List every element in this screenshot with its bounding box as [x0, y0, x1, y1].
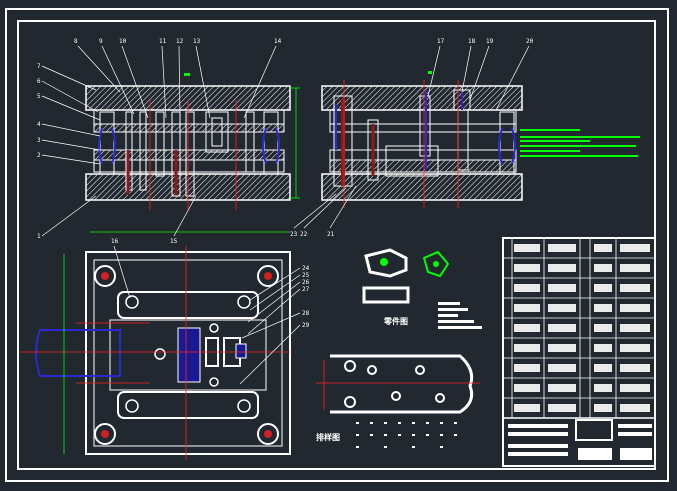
- part-number: 7: [37, 63, 41, 70]
- part-drawing: 零件图: [362, 248, 482, 329]
- part-number: 4: [37, 121, 41, 128]
- part-number: 3: [37, 137, 41, 144]
- plan-view: [20, 231, 291, 460]
- side-view-labels: 17 18 19 20: [427, 38, 534, 111]
- part-number: 2: [37, 152, 41, 159]
- strip-layout-caption: 排样图: [316, 432, 340, 442]
- part-number: 28: [302, 310, 310, 317]
- part-number: 8: [74, 38, 78, 45]
- parts-list-table: [502, 237, 656, 467]
- part-number: 12: [176, 38, 184, 45]
- part-drawing-caption: 零件图: [383, 316, 408, 326]
- strip-layout: 排样图: [316, 354, 480, 448]
- plan-view-labels: 16 24 25 26 27 28 29 23 22 21 15: [111, 185, 357, 385]
- part-number: 10: [119, 38, 127, 45]
- part-number: 20: [526, 38, 534, 45]
- part-number: 23: [290, 231, 298, 238]
- part-number: 27: [302, 286, 310, 293]
- part-number: 6: [37, 78, 41, 85]
- part-number: 19: [486, 38, 494, 45]
- part-number: 24: [302, 265, 310, 272]
- part-number: 11: [159, 38, 167, 45]
- front-section-view: [85, 85, 300, 210]
- part-number: 25: [302, 272, 310, 279]
- technical-notes-block: [184, 71, 640, 157]
- part-number: 18: [468, 38, 476, 45]
- part-number: 13: [193, 38, 201, 45]
- part-number: 14: [274, 38, 282, 45]
- part-number: 9: [99, 38, 103, 45]
- part-number: 22: [300, 231, 308, 238]
- part-number: 1: [37, 233, 41, 240]
- part-number: 17: [437, 38, 445, 45]
- part-number: 29: [302, 322, 310, 329]
- part-number: 21: [327, 231, 335, 238]
- part-number: 15: [170, 238, 178, 245]
- side-section-view: [321, 80, 523, 208]
- part-number: 26: [302, 279, 310, 286]
- part-number: 16: [111, 238, 119, 245]
- front-view-labels: 8 9 10 11 12 13 14 7 6 5 4 3 2 1: [37, 38, 282, 240]
- outer-frame: [5, 8, 669, 482]
- part-number: 5: [37, 93, 41, 100]
